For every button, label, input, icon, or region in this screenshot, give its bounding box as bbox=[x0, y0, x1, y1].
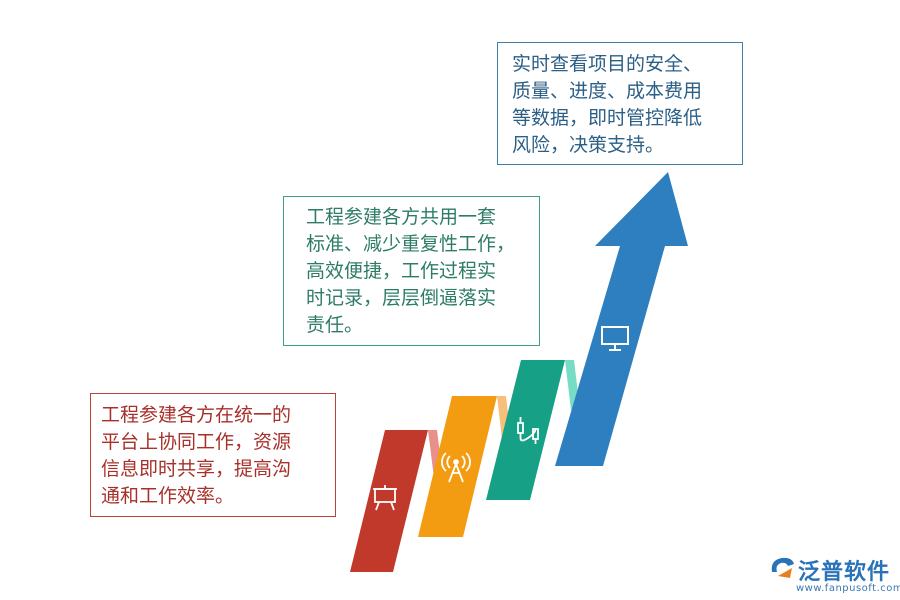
step-3-bar bbox=[486, 360, 565, 500]
step-1-bar bbox=[350, 430, 428, 572]
callout-line: 信息即时共享，提高沟 bbox=[101, 458, 292, 480]
callout-line: 风险，决策支持。 bbox=[512, 134, 665, 156]
callout-line: 等数据，即时管控降低 bbox=[512, 107, 703, 129]
logo-name: 泛普软件 bbox=[798, 560, 891, 585]
callout-line: 通和工作效率。 bbox=[101, 485, 235, 507]
callout-line: 工程参建各方共用一套 bbox=[306, 206, 497, 228]
usb-cable-icon bbox=[517, 417, 539, 444]
callout-box-collaboration: 工程参建各方在统一的 平台上协同工作，资源 信息即时共享，提高沟 通和工作效率。 bbox=[90, 393, 336, 517]
fanpu-logo-mark-icon bbox=[771, 557, 794, 578]
callout-line: 标准、减少重复性工作， bbox=[306, 233, 516, 255]
callout-line: 工程参建各方在统一的 bbox=[101, 404, 292, 426]
presentation-board-icon bbox=[373, 485, 397, 511]
callout-line: 平台上协同工作，资源 bbox=[101, 431, 292, 453]
callout-line: 质量、进度、成本费用 bbox=[512, 80, 703, 102]
callout-box-realtime-data: 实时查看项目的安全、 质量、进度、成本费用 等数据，即时管控降低 风险，决策支持… bbox=[497, 42, 743, 165]
callout-line: 时记录，层层倒逼落实 bbox=[306, 287, 497, 309]
fanpu-logo: 泛普软件 www.fanpusoft.com bbox=[768, 550, 900, 598]
callout-line: 责任。 bbox=[306, 314, 364, 336]
monitor-icon bbox=[601, 326, 629, 351]
signal-tower-icon bbox=[441, 452, 471, 483]
callout-line: 实时查看项目的安全、 bbox=[512, 53, 703, 75]
step-4-arrow bbox=[555, 172, 688, 466]
callout-box-standards: 工程参建各方共用一套 标准、减少重复性工作， 高效便捷，工作过程实 时记录，层层… bbox=[283, 196, 540, 346]
callout-line: 高效便捷，工作过程实 bbox=[306, 260, 497, 282]
logo-url: www.fanpusoft.com bbox=[796, 583, 900, 594]
